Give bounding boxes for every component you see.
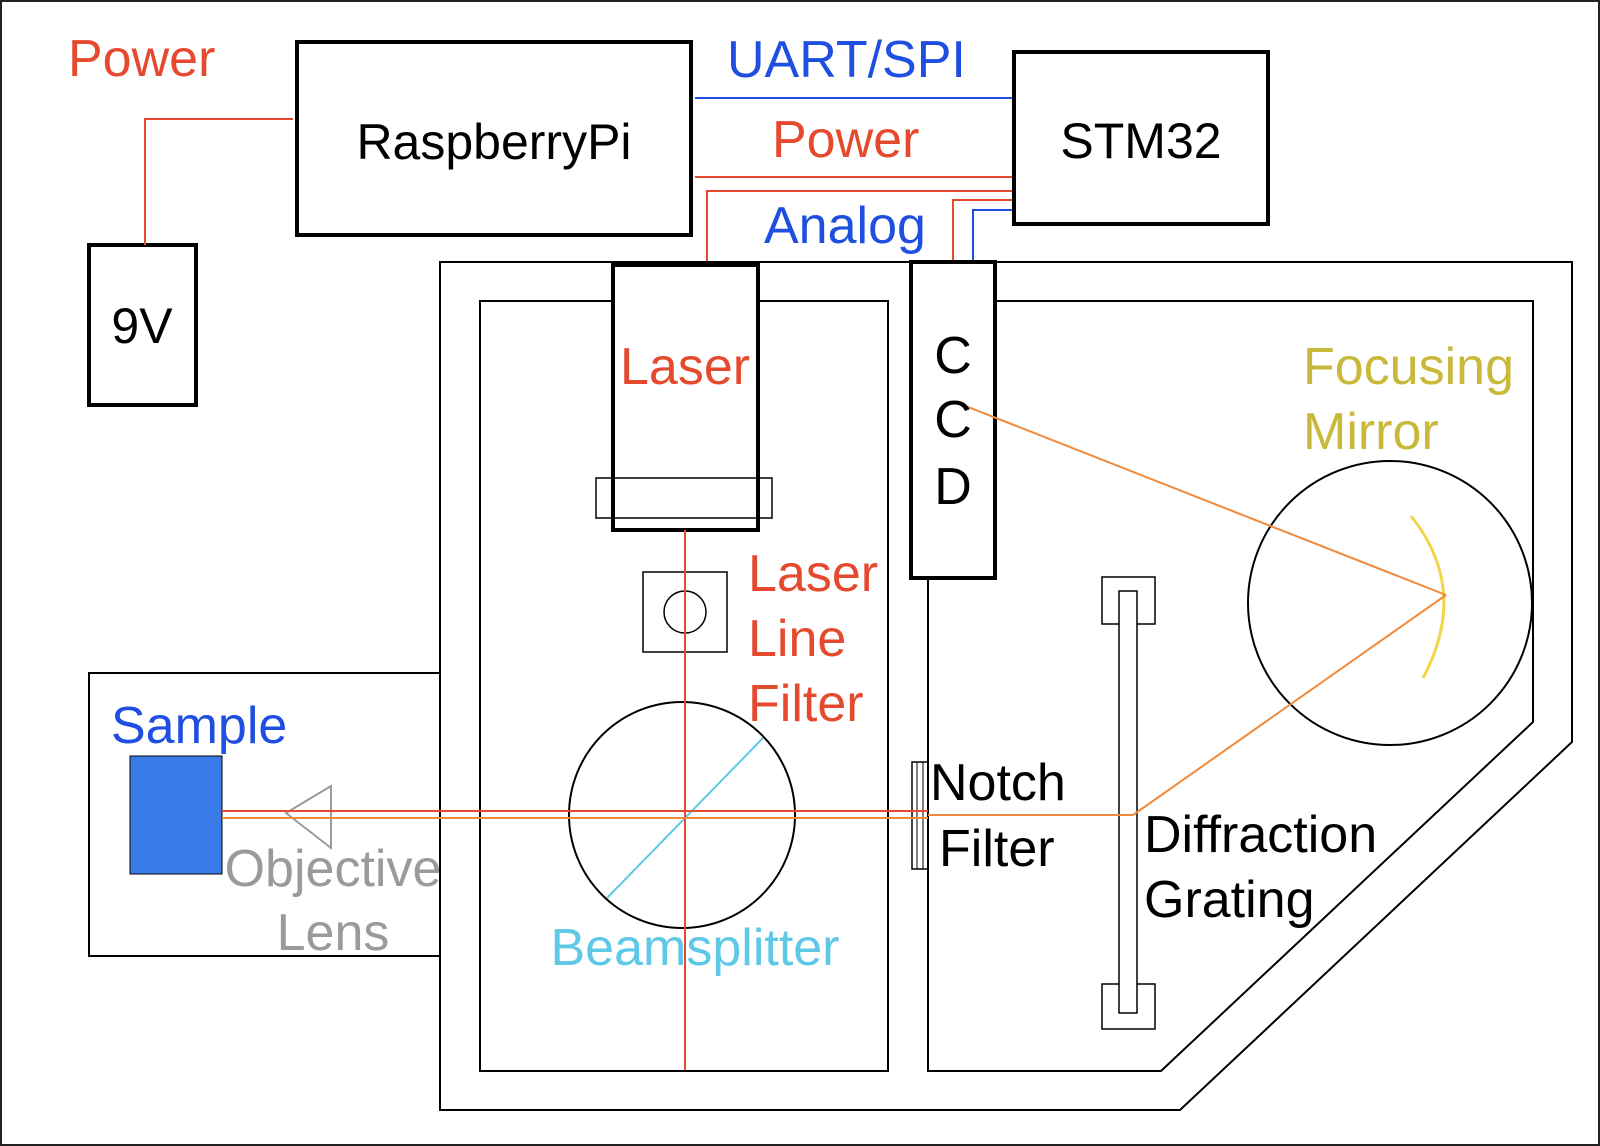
diffraction-grating-label-2: Grating xyxy=(1144,871,1315,929)
ccd-label-c1: C xyxy=(934,327,972,385)
focusing-mirror-curve xyxy=(1409,515,1446,679)
focusing-mirror-label-2: Mirror xyxy=(1303,403,1439,461)
ccd-label-d: D xyxy=(934,458,972,516)
notch-filter-label-1: Notch xyxy=(930,754,1066,812)
notch-filter-label-2: Filter xyxy=(939,820,1055,878)
power-link-label: Power xyxy=(772,111,919,169)
power-source-label: Power xyxy=(68,30,215,88)
diffraction-grating-label-1: Diffraction xyxy=(1144,806,1377,864)
beamsplitter-mount xyxy=(568,701,796,929)
focusing-mirror-label-1: Focusing xyxy=(1303,338,1514,396)
spectrometer-housing xyxy=(439,261,1573,1111)
ccd-power-wire xyxy=(952,199,1012,262)
objective-lens-label-2: Lens xyxy=(277,904,390,962)
notch-filter-frame xyxy=(911,761,929,870)
laser-line-filter-label-1: Laser xyxy=(748,545,878,603)
laser-line-filter-label-3: Filter xyxy=(748,675,864,733)
beamsplitter-label: Beamsplitter xyxy=(551,919,840,977)
analog-label: Analog xyxy=(764,197,926,255)
laser-label: Laser xyxy=(620,338,750,396)
ccd-analog-wire xyxy=(972,209,1012,262)
ccd-body xyxy=(909,260,997,580)
stm32-label: STM32 xyxy=(1060,113,1221,169)
diffracted-beam xyxy=(1132,594,1447,816)
focusing-mirror-mount xyxy=(1247,460,1533,746)
battery-power-wire xyxy=(144,118,293,245)
laser-line-filter-label-2: Line xyxy=(748,610,846,668)
sample-label: Sample xyxy=(111,697,287,755)
laser-power-wire xyxy=(706,190,1012,262)
raspberrypi-box xyxy=(295,40,693,237)
focused-beam xyxy=(962,404,1447,596)
raspberrypi-label: RaspberryPi xyxy=(356,114,631,170)
objective-lens-label-1: Objective xyxy=(225,840,442,898)
stm32-box xyxy=(1012,50,1270,226)
notch-filter-element xyxy=(916,761,924,870)
laser-body xyxy=(611,263,760,532)
battery-box xyxy=(87,243,198,407)
battery-label: 9V xyxy=(111,298,173,354)
ccd-label-c2: C xyxy=(934,391,972,449)
uart-spi-label: UART/SPI xyxy=(727,31,966,89)
sample-block xyxy=(129,755,223,875)
grating-element xyxy=(1118,590,1138,1014)
laser-mount xyxy=(595,477,773,519)
right-compartment xyxy=(927,300,1534,1072)
